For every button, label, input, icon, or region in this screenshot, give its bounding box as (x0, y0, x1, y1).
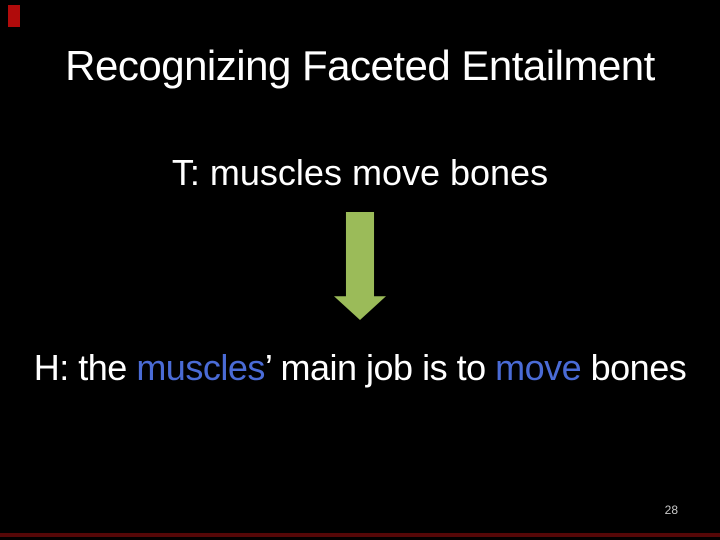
down-arrow-icon (334, 212, 386, 320)
h-segment-plain: ’ main job is to (264, 347, 496, 388)
slide-page-number: 28 (664, 503, 678, 517)
red-line-bottom-edge (0, 533, 720, 537)
hypothesis-line-h: H: the muscles’ main job is to move bone… (0, 345, 720, 390)
text-line-t: T: muscles move bones (171, 152, 549, 193)
red-mark-top-left (8, 5, 20, 27)
h-segment-plain: H: the (33, 347, 137, 388)
h-segment-plain: bones (581, 347, 687, 388)
h-segment-highlight-muscles: muscles (136, 347, 265, 388)
h-segment-highlight-move: move (495, 347, 582, 388)
slide-title: Recognizing Faceted Entailment (65, 42, 655, 89)
